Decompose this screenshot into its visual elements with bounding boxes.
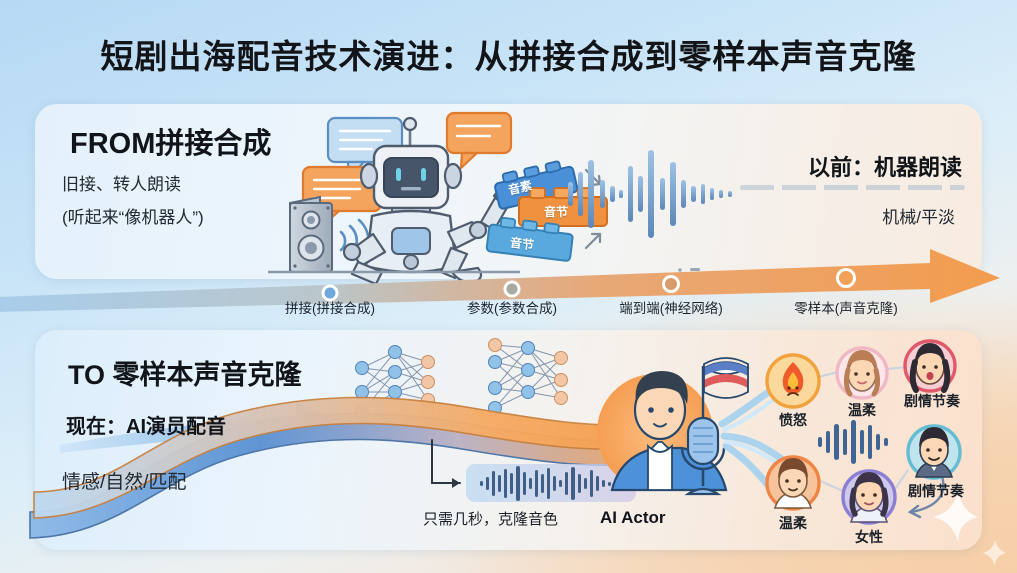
timeline-dot-0 (321, 284, 339, 302)
avatar-label-1: 温柔 (848, 402, 876, 418)
actor-caption: AI Actor (600, 508, 666, 527)
avatar-label-0: 愤怒 (779, 412, 807, 428)
avatar-label-3: 温柔 (779, 515, 807, 531)
previous-heading: 以前：机器朗读 (807, 155, 962, 180)
to-heading: TO 零样本声音克隆 (68, 360, 302, 390)
avatar-label-2: 剧情节奏 (904, 393, 960, 409)
to-subline-1: 现在：AI演员配音 (66, 416, 226, 438)
timeline-label-1: 参数(参数合成) (467, 301, 557, 316)
timeline-label-3: 零样本(声音克隆) (794, 301, 898, 316)
block-label-syllable-2: 音节 (509, 235, 535, 253)
timeline-labels: 拼接(拼接合成) 参数(参数合成) 端到端(神经网络) 零样本(声音克隆) (0, 297, 1017, 317)
page-title: 短剧出海配音技术演进：从拼接合成到零样本声音克隆 (100, 38, 917, 75)
timeline-label-2: 端到端(神经网络) (619, 301, 723, 316)
from-subline-1: 旧接、转人朗读 (62, 175, 181, 194)
timeline-label-0: 拼接(拼接合成) (285, 301, 375, 316)
avatar-label-5: 剧情节奏 (908, 483, 964, 499)
avatar-label-4: 女性 (855, 529, 883, 545)
timeline-dot-3 (836, 268, 856, 288)
timeline-dot-2 (662, 275, 680, 293)
previous-subtext: 机械/平淡 (882, 208, 955, 227)
clone-caption: 只需几秒，克隆音色 (423, 511, 559, 528)
dashed-divider (740, 185, 965, 190)
from-subline-2: (听起来“像机器人”) (62, 208, 204, 227)
timeline-dot-1 (503, 280, 521, 298)
block-label-syllable-1: 音节 (544, 205, 569, 219)
to-subline-2: 情感/自然/匹配 (62, 472, 187, 493)
from-heading: FROM拼接合成 (70, 128, 272, 160)
